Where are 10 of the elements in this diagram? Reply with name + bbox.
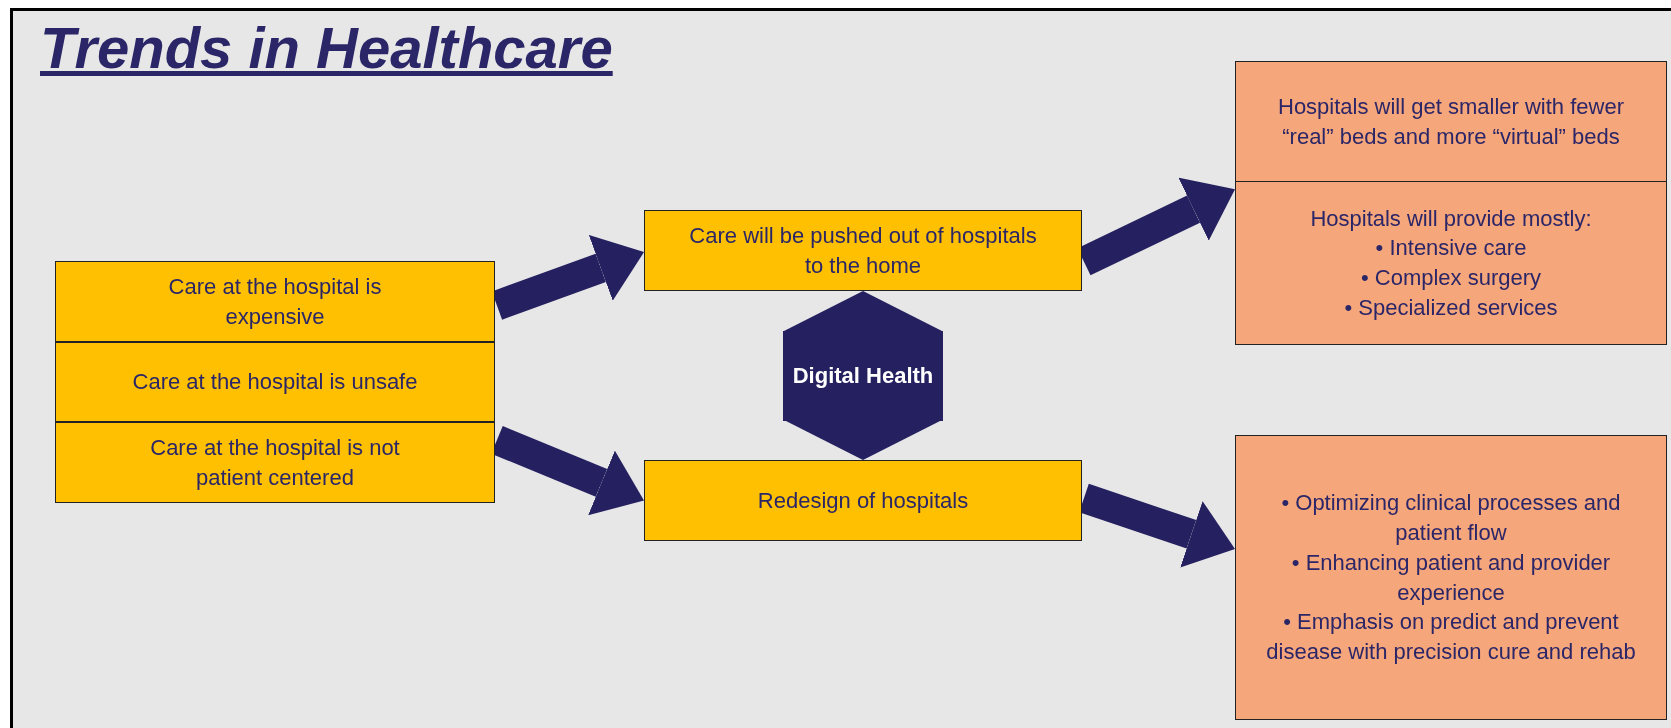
text-box: Care will be pushed out of hospitals to the home [644, 210, 1082, 291]
text-box: • Optimizing clinical processes and patient flow • Enhancing patient and provider experience • Emphasis on predict and prevent disease with precision cure and rehab [1235, 435, 1667, 720]
text-box: Hospitals will get smaller with fewer “real” beds and more “virtual” beds [1235, 61, 1667, 182]
text-box: Care at the hospital is unsafe [55, 342, 495, 422]
title: Trends in Healthcare [40, 14, 613, 81]
text-box: Care at the hospital is expensive [55, 261, 495, 342]
edge-label: Digital Health [783, 330, 943, 421]
text-box: Redesign of hospitals [644, 460, 1082, 541]
text-box: Hospitals will provide mostly: • Intensive care • Complex surgery • Specialized services [1235, 181, 1667, 345]
text-box: Care at the hospital is not patient centered [55, 422, 495, 503]
